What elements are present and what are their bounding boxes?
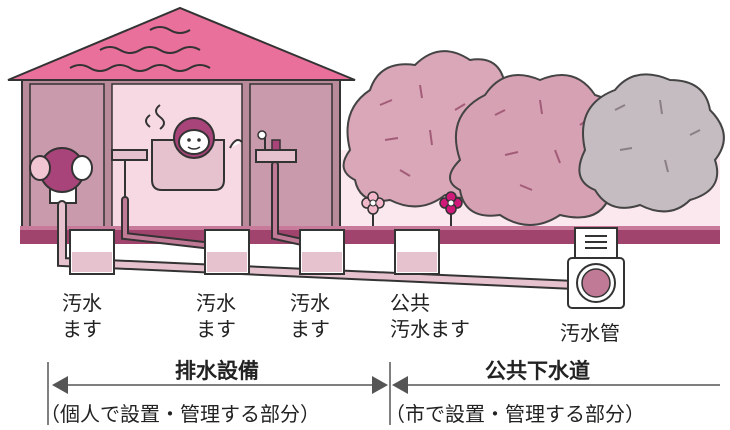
section-lines (47, 362, 720, 425)
roof-waves (69, 26, 211, 72)
sewer-manhole (567, 227, 625, 309)
private-section-note: （個人で設置・管理する部分） (40, 402, 320, 426)
flower-magenta (439, 191, 463, 228)
sewer-pipe-label: 汚水管 (560, 321, 620, 345)
public-section-title: 公共下水道 (485, 359, 590, 383)
arrowhead-center-left (372, 376, 388, 394)
house (7, 6, 356, 231)
tree-right (578, 73, 725, 213)
toilet-character (29, 147, 93, 204)
masu-label-1: 汚水ます (62, 291, 102, 341)
sewer-pipe-inner (581, 268, 611, 298)
section-arrowheads (52, 376, 408, 394)
arrowhead-center-right (392, 376, 408, 394)
drain-pipes (57, 161, 580, 290)
masu-boxes (69, 229, 440, 275)
flower-pink (361, 191, 385, 228)
arrowhead-left (52, 376, 68, 394)
masu-label-2: 汚水ます (196, 291, 236, 341)
bath-character (145, 104, 243, 191)
private-section-title: 排水設備 (175, 359, 259, 383)
washbasin (111, 149, 148, 161)
public-section-note: （市で設置・管理する部分） (385, 402, 645, 426)
masu-label-3: 汚水ます (290, 291, 330, 341)
public-masu-label: 公共汚水ます (390, 291, 470, 341)
roof (7, 6, 356, 81)
